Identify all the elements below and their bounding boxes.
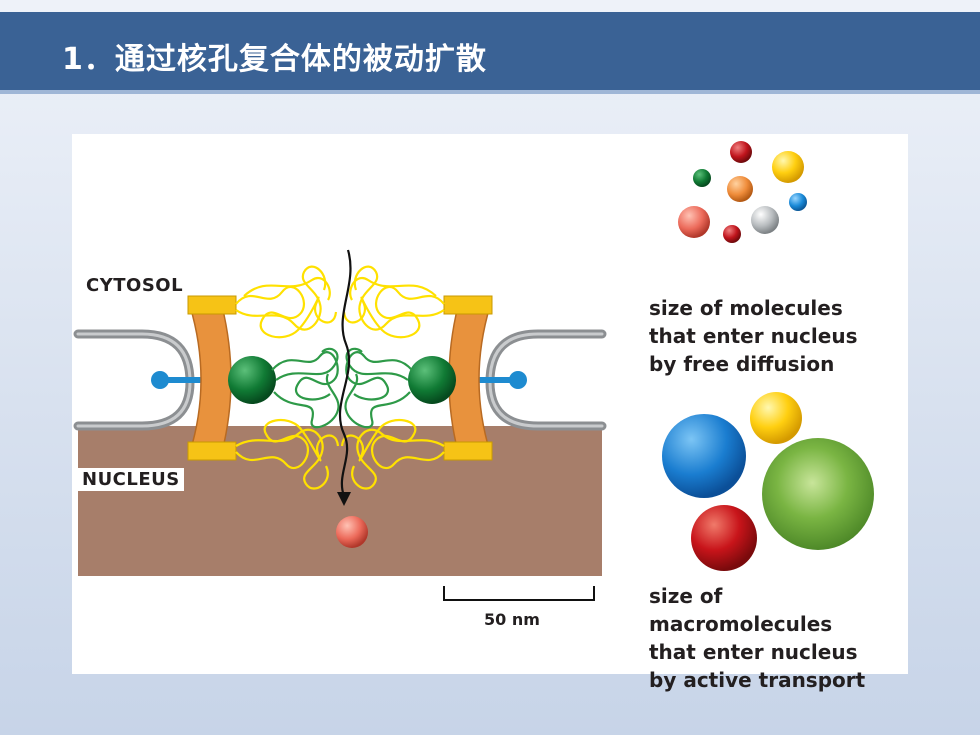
nucleus-label: NUCLEUS: [78, 468, 184, 491]
caption-line: size of macromolecules: [649, 584, 833, 636]
green-fibrils: [271, 347, 413, 429]
caption-line: that enter nucleus: [649, 324, 858, 348]
title-bar: 1．通过核孔复合体的被动扩散: [0, 12, 980, 94]
caption-line: size of molecules: [649, 296, 843, 320]
anchor-left: [151, 371, 204, 389]
caption-line: that enter nucleus: [649, 640, 858, 664]
slide-title: 1．通过核孔复合体的被动扩散: [62, 42, 487, 77]
yellow-fibrils: [235, 265, 445, 490]
diagram-panel: CYTOSOL NUCLEUS 50 nm size of molecules …: [72, 134, 908, 692]
macromolecule-caption: size of macromolecules that enter nucleu…: [649, 582, 908, 694]
cytoplasmic-ring: [187, 295, 493, 315]
green-unit-left: [228, 356, 276, 404]
macromolecules: [662, 392, 874, 571]
small-molecule-caption: size of molecules that enter nucleus by …: [649, 294, 857, 378]
caption-line: by free diffusion: [649, 352, 835, 376]
green-unit-right: [408, 356, 456, 404]
anchor-right: [476, 371, 527, 389]
nucleus-region: [78, 426, 602, 576]
nuclear-ring: [187, 441, 493, 461]
diffusing-molecule: [336, 516, 368, 548]
small-molecules: [678, 141, 807, 243]
scale-bar: [443, 586, 595, 601]
cytosol-label: CYTOSOL: [82, 274, 188, 297]
scale-label: 50 nm: [484, 610, 540, 629]
diffusion-arrow: [337, 249, 352, 506]
caption-line: by active transport: [649, 668, 866, 692]
nuclear-pore-diagram: [73, 141, 874, 601]
